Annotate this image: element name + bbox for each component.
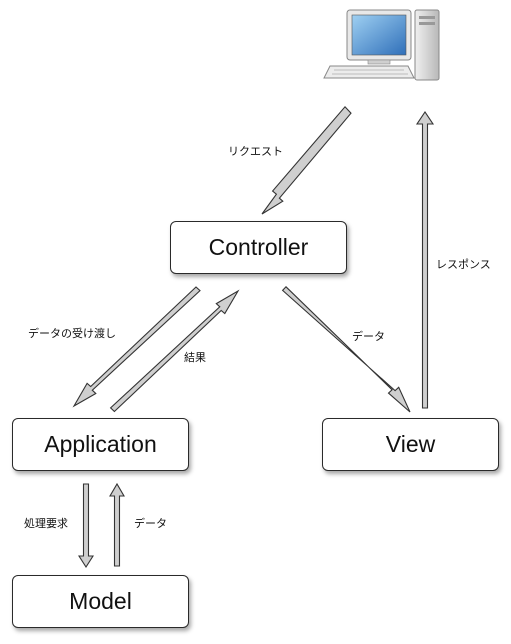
- data-to-view-label: データ: [352, 330, 385, 343]
- application-label: Application: [44, 431, 157, 457]
- arrow-data-model: [109, 482, 125, 567]
- response-label: レスポンス: [436, 258, 491, 271]
- arrow-result: [109, 289, 240, 413]
- view-node: View: [322, 418, 499, 471]
- application-node: Application: [12, 418, 189, 471]
- data-pass-label: データの受け渡し: [28, 327, 116, 340]
- arrow-data-view: [281, 286, 411, 413]
- model-label: Model: [69, 588, 132, 614]
- model-node: Model: [12, 575, 189, 628]
- desktop-computer-icon: [323, 9, 440, 81]
- process-request-label: 処理要求: [24, 517, 68, 530]
- arrow-response: [415, 111, 435, 409]
- controller-node: Controller: [170, 221, 347, 274]
- arrow-process-request: [77, 483, 95, 569]
- view-label: View: [385, 431, 436, 457]
- arrow-data-pass: [72, 286, 201, 408]
- request-label: リクエスト: [228, 145, 283, 158]
- arrow-request: [261, 105, 352, 215]
- controller-label: Controller: [208, 234, 309, 260]
- data-from-model-label: データ: [134, 517, 167, 530]
- result-label: 結果: [184, 351, 206, 364]
